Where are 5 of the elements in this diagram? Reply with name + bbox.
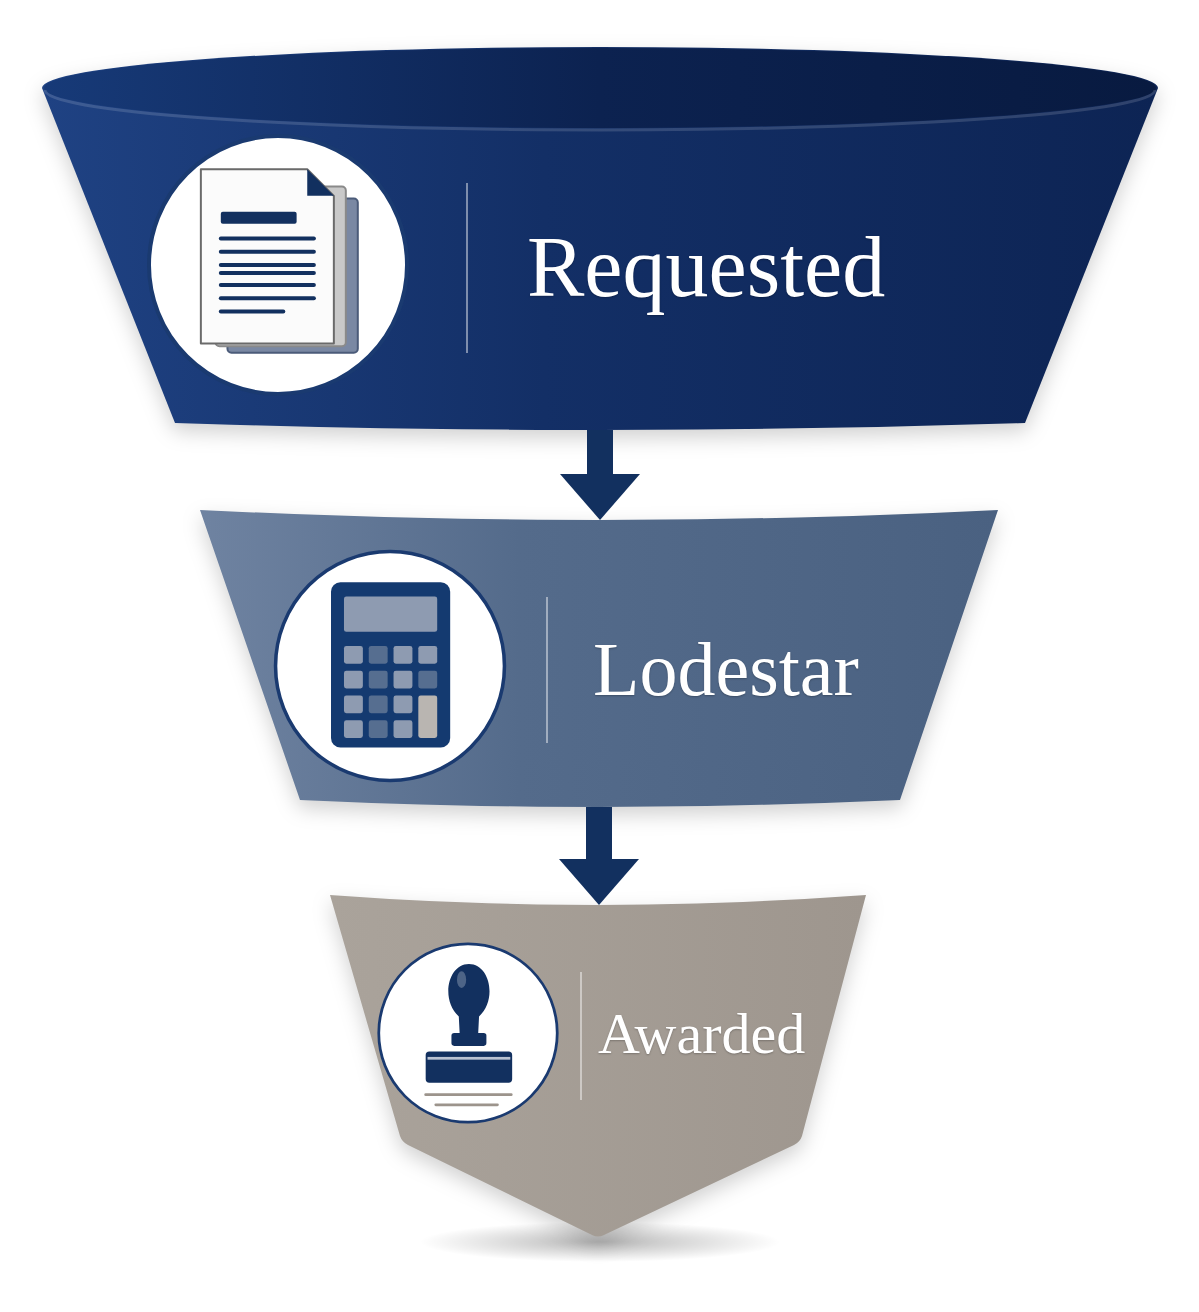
arrow	[560, 430, 640, 520]
stage-label: Lodestar	[593, 626, 859, 713]
stage-label: Awarded	[598, 1000, 806, 1068]
arrow	[559, 807, 639, 905]
stage-label: Requested	[527, 218, 886, 317]
